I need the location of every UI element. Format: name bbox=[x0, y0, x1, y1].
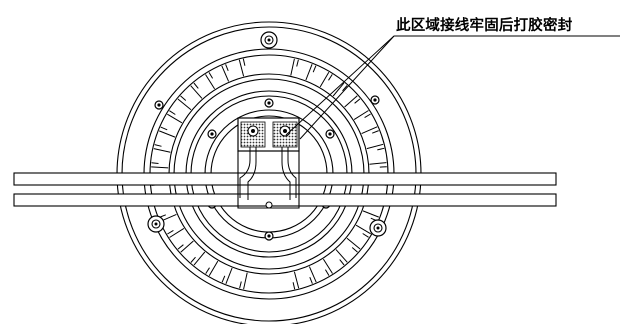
cooling-fin-tab bbox=[194, 83, 198, 88]
cooling-fin bbox=[323, 259, 332, 273]
cooling-fin-tab bbox=[293, 282, 295, 289]
bolt-hole bbox=[208, 130, 216, 138]
cooling-fin bbox=[239, 60, 243, 76]
cooling-fin bbox=[170, 228, 184, 237]
cooling-fin bbox=[320, 72, 329, 87]
cooling-fin bbox=[356, 225, 371, 234]
cooling-fin bbox=[178, 99, 191, 110]
cable-rails bbox=[14, 173, 556, 206]
cooling-fin bbox=[333, 83, 344, 96]
callout-label: 此区域接线牢固后打胶密封 bbox=[396, 14, 572, 35]
cooling-fin bbox=[291, 59, 295, 76]
cooling-fin-tab bbox=[377, 148, 384, 150]
cooling-fin-tab bbox=[226, 64, 229, 71]
cooling-fin-tab bbox=[161, 127, 168, 130]
cooling-fin-tab bbox=[209, 72, 213, 78]
cooling-fin-tab bbox=[155, 145, 162, 147]
cooling-fin bbox=[191, 86, 202, 99]
cooling-fin bbox=[367, 144, 383, 148]
cooling-fin-tab bbox=[355, 99, 360, 103]
cooling-fin-tab bbox=[167, 230, 173, 234]
cooling-fin bbox=[209, 261, 218, 276]
cooling-fin bbox=[167, 114, 182, 123]
cooling-fin bbox=[194, 252, 205, 265]
cooling-fin-tab bbox=[325, 270, 329, 276]
cooling-fin-tab bbox=[191, 257, 196, 262]
bolt-hole bbox=[148, 216, 164, 232]
cooling-fin-tab bbox=[329, 74, 333, 80]
cooling-fin bbox=[336, 250, 347, 263]
cooling-fin-tab bbox=[365, 114, 371, 118]
bolt-hole bbox=[370, 220, 386, 236]
cooling-fin bbox=[159, 131, 175, 137]
cooling-fin bbox=[370, 163, 387, 165]
bolt-hole bbox=[265, 99, 273, 107]
bolt-hole bbox=[326, 130, 334, 138]
cooling-fin-tab bbox=[310, 277, 313, 284]
bolt-hole bbox=[371, 96, 379, 104]
cable-rail-lower bbox=[14, 194, 556, 206]
cooling-fin-tab bbox=[243, 59, 245, 66]
cooling-fin-tab bbox=[240, 282, 242, 289]
cooling-fin-tab bbox=[222, 276, 225, 283]
callout-leader bbox=[286, 36, 620, 139]
cooling-fin bbox=[181, 241, 194, 252]
cooling-fin bbox=[347, 238, 360, 249]
cooling-fin-tab bbox=[181, 96, 186, 101]
cooling-fin bbox=[151, 167, 168, 168]
cooling-fin bbox=[306, 64, 312, 80]
cooling-fin bbox=[354, 111, 368, 120]
cooling-fin bbox=[154, 149, 171, 153]
cooling-fin-tab bbox=[178, 245, 183, 249]
cooling-fin bbox=[345, 96, 358, 107]
bolt-hole bbox=[265, 232, 273, 240]
terminal-screw-right-center bbox=[283, 129, 287, 133]
cooling-fin-tab bbox=[372, 131, 379, 134]
bolt-hole bbox=[155, 101, 163, 109]
cooling-fin bbox=[206, 75, 215, 89]
cooling-fin-tab bbox=[297, 60, 299, 67]
cooling-fin-tab bbox=[313, 66, 316, 73]
terminal-screw-left-center bbox=[251, 129, 255, 133]
cooling-fin-tab bbox=[340, 260, 344, 265]
cooling-fin-tab bbox=[169, 111, 175, 115]
bracket-screw bbox=[266, 202, 272, 208]
cooling-fin bbox=[226, 268, 232, 284]
cooling-fin-tab bbox=[152, 163, 159, 164]
cooling-fin bbox=[363, 211, 379, 217]
callout-pointer-2 bbox=[300, 36, 394, 139]
cooling-fin bbox=[244, 273, 248, 290]
cooling-fin-tab bbox=[363, 234, 369, 238]
cooling-fin bbox=[294, 272, 298, 288]
cooling-fin-tab bbox=[352, 248, 357, 253]
cooling-fin-tab bbox=[206, 268, 210, 274]
bolt-hole bbox=[261, 32, 277, 48]
